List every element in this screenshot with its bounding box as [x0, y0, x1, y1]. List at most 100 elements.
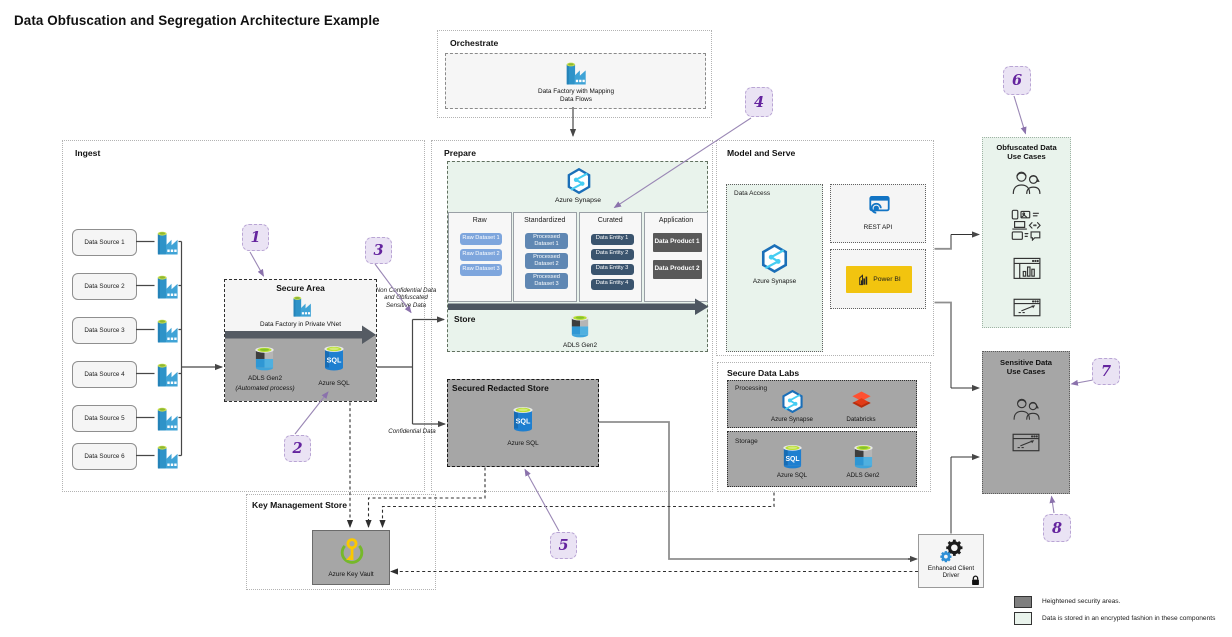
secure-area-gray-zone: [225, 335, 376, 401]
data-factory-icon: [155, 229, 180, 256]
data-factory-icon: [564, 60, 588, 86]
users-icon: [1011, 396, 1042, 421]
power-bi-box: Power BI: [830, 249, 926, 309]
srs-sql-label: Azure SQL: [507, 440, 539, 447]
legend-swatch-green: [1014, 612, 1032, 625]
data-access-synapse-label: Azure Synapse: [752, 278, 797, 285]
column-standardized-header: Standardized: [524, 217, 566, 224]
store-adls-label: ADLS Gen2: [562, 342, 598, 349]
power-bi-icon: [857, 274, 869, 286]
enhanced-client-driver-label: Enhanced Client Driver: [927, 565, 975, 580]
column-curated: Curated Data Entity 1 Data Entity 2 Data…: [578, 212, 642, 302]
storage-sql-label: Azure SQL: [776, 472, 808, 479]
databricks-icon: [850, 390, 873, 413]
page-title: Data Obfuscation and Segregation Archite…: [14, 13, 380, 28]
azure-sql-label: Azure SQL: [318, 380, 350, 387]
devices-icon: [1010, 209, 1043, 241]
data-factory-icon: [155, 273, 180, 300]
obfuscated-use-cases-box: Obfuscated Data Use Cases: [982, 137, 1071, 328]
data-access-box: Data Access Azure Synapse: [726, 184, 823, 352]
prepare-flow-arrow: [448, 298, 709, 315]
azure-sql-icon: [782, 443, 803, 470]
processed-dataset-1: Processed Dataset 1: [525, 233, 568, 249]
secure-area-box: Secure Area Data Factory in Private VNet…: [224, 279, 377, 402]
badge-4: 4: [745, 87, 773, 117]
data-source-2: Data Source 2: [72, 273, 137, 300]
secure-data-labs-section: Secure Data Labs Processing Azure Synaps…: [717, 362, 931, 492]
column-raw: Raw Raw Dataset 1 Raw Dataset 2 Raw Data…: [448, 212, 512, 302]
data-entity-1: Data Entity 1: [590, 233, 634, 245]
data-source-4: Data Source 4: [72, 361, 137, 388]
secure-area-label: Secure Area: [276, 283, 325, 293]
badge-1: 1: [242, 224, 269, 251]
processing-label: Processing: [735, 385, 768, 392]
azure-key-vault-box: Azure Key Vault: [312, 530, 390, 585]
storage-label: Storage: [735, 438, 758, 445]
data-entity-4: Data Entity 4: [590, 278, 634, 290]
users-icon: [1010, 169, 1043, 195]
raw-dataset-3: Raw Dataset 3: [460, 264, 502, 276]
model-serve-label: Model and Serve: [727, 148, 796, 158]
data-factory-mapping-box: Data Factory with Mapping Data Flows: [445, 53, 706, 109]
storage-adls-label: ADLS Gen2: [846, 472, 880, 479]
trend-window-icon: [1012, 433, 1040, 452]
databricks-label: Databricks: [846, 416, 876, 423]
adls-gen2-icon: [254, 344, 275, 373]
store-label: Store: [454, 314, 476, 324]
adls-automated-label: (Automated process): [235, 385, 295, 392]
trend-window-icon: [1013, 298, 1041, 317]
non-confidential-data-label: Non Confidential Data and Obfuscated Sen…: [375, 287, 437, 309]
prepare-green-zone: Azure Synapse Raw Raw Dataset 1 Raw Data…: [447, 161, 709, 352]
ingest-section: Ingest Data Source 1 Data Source 2 Data …: [62, 140, 425, 492]
data-source-1: Data Source 1: [72, 229, 137, 256]
processed-dataset-2: Processed Dataset 2: [525, 253, 568, 269]
key-vault-icon: [339, 536, 365, 564]
model-serve-section: Model and Serve Data Access Azure Synaps…: [716, 140, 934, 356]
azure-sql-icon: [323, 344, 345, 372]
data-factory-icon: [155, 317, 180, 344]
lock-icon: [971, 575, 980, 586]
adls-gen2-icon: [570, 312, 590, 340]
raw-dataset-1: Raw Dataset 1: [460, 233, 502, 245]
column-standardized: Standardized Processed Dataset 1 Process…: [513, 212, 577, 302]
legend-text-gray: Heightened security areas.: [1042, 598, 1121, 605]
legend-swatch-gray: [1014, 596, 1032, 608]
processed-dataset-3: Processed Dataset 3: [525, 273, 568, 289]
column-application-header: Application: [658, 217, 694, 224]
data-entity-2: Data Entity 2: [590, 248, 634, 260]
badge-6: 6: [1003, 66, 1031, 95]
azure-synapse-icon: [565, 167, 593, 195]
secure-data-labs-label: Secure Data Labs: [727, 368, 800, 378]
adls-gen2-label: ADLS Gen2: [247, 375, 283, 382]
badge-7: 7: [1092, 358, 1120, 385]
data-factory-icon: [155, 443, 180, 470]
pipeline-arrow: [225, 325, 376, 344]
power-bi-button: Power BI: [846, 266, 912, 293]
raw-dataset-2: Raw Dataset 2: [460, 249, 502, 261]
storage-box: Storage Azure SQL ADLS Gen2: [727, 431, 917, 487]
azure-synapse-icon: [780, 389, 805, 414]
data-access-label: Data Access: [734, 190, 771, 197]
data-factory-mapping-label: Data Factory with Mapping Data Flows: [537, 88, 614, 103]
key-management-section: Key Management Store Azure Key Vault: [246, 494, 436, 590]
power-bi-label: Power BI: [873, 276, 901, 283]
data-factory-icon: [291, 294, 313, 318]
synapse-label: Azure Synapse: [554, 197, 602, 204]
legend-text-green: Data is stored in an encrypted fashion i…: [1042, 615, 1216, 622]
column-application: Application Data Product 1 Data Product …: [644, 212, 708, 302]
ingest-label: Ingest: [75, 148, 101, 158]
data-source-6: Data Source 6: [72, 443, 137, 470]
processing-synapse-label: Azure Synapse: [771, 416, 813, 423]
processing-box: Processing Azure Synapse Databricks: [727, 380, 917, 428]
azure-synapse-icon: [759, 243, 790, 274]
rest-api-box: REST API: [830, 184, 926, 243]
data-factory-icon: [155, 361, 180, 388]
data-product-1: Data Product 1: [652, 232, 702, 252]
private-vnet-label: Data Factory in Private VNet: [260, 321, 341, 328]
confidential-data-label: Confidential Data: [388, 428, 436, 435]
column-curated-header: Curated: [597, 217, 623, 224]
secured-redacted-store-label: Secured Redacted Store: [452, 383, 549, 393]
report-window-icon: [1013, 257, 1041, 280]
badge-8: 8: [1043, 514, 1071, 542]
